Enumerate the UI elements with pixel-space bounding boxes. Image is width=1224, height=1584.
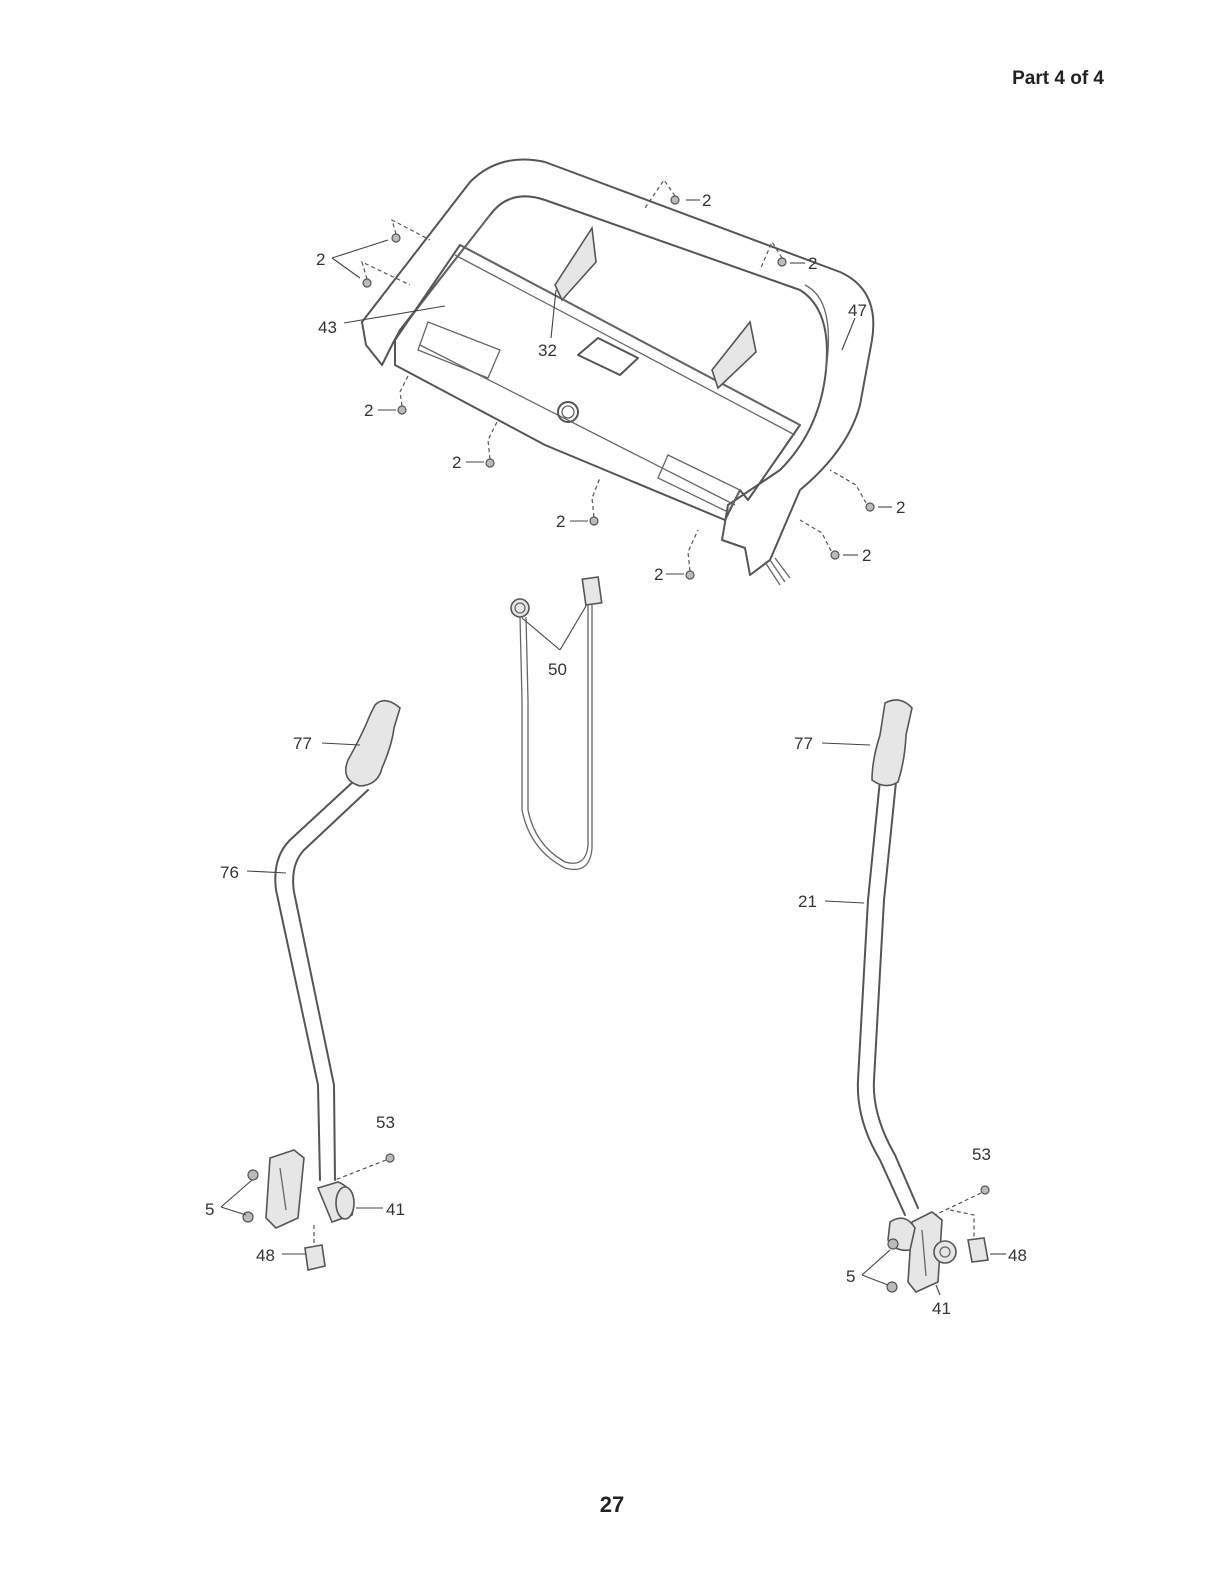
callout-labels: 2 43 32 47 2 2 2 2 2 2 2 2 50 77 77 76 2…	[205, 191, 1027, 1318]
screw	[865, 502, 875, 512]
left-handrail-grip	[344, 699, 401, 787]
callout-2: 2	[364, 401, 373, 420]
screw	[362, 278, 372, 288]
callout-2: 2	[452, 453, 461, 472]
page-part-label: Part 4 of 4	[1012, 68, 1104, 89]
screw	[830, 550, 840, 560]
callout-2: 2	[556, 512, 565, 531]
screw	[886, 1281, 898, 1293]
screw	[391, 233, 401, 243]
callout-2: 2	[702, 191, 711, 210]
harness-round-connector	[510, 598, 530, 618]
console-screws	[361, 178, 875, 580]
callout-50: 50	[548, 660, 567, 679]
right-handrail-tube	[856, 779, 906, 1216]
screw	[485, 458, 495, 468]
wire-harness	[510, 576, 603, 871]
right-handrail-grip	[871, 699, 913, 787]
callout-32: 32	[538, 341, 557, 360]
callout-5: 5	[846, 1267, 855, 1286]
callout-2: 2	[316, 250, 325, 269]
callout-77: 77	[293, 734, 312, 753]
right-bracket	[907, 1211, 943, 1293]
console-display-window	[577, 337, 639, 376]
page-number: 27	[599, 1492, 625, 1517]
callout-43: 43	[318, 318, 337, 337]
callout-2: 2	[862, 546, 871, 565]
console-knob-opening	[557, 401, 579, 423]
callout-41: 41	[932, 1299, 951, 1318]
screw	[385, 1153, 395, 1163]
screw	[397, 405, 407, 415]
callout-5: 5	[205, 1200, 214, 1219]
harness-plug-connector	[581, 576, 603, 606]
console-tray	[394, 244, 801, 521]
callout-41: 41	[386, 1200, 405, 1219]
callout-2: 2	[896, 498, 905, 517]
callout-76: 76	[220, 863, 239, 882]
screw	[887, 1238, 899, 1250]
console-frame	[361, 158, 875, 576]
callout-53: 53	[376, 1113, 395, 1132]
screw	[247, 1169, 259, 1181]
right-cap	[967, 1237, 989, 1263]
callout-77: 77	[794, 734, 813, 753]
left-bracket	[265, 1149, 305, 1229]
screw	[589, 516, 599, 526]
callout-47: 47	[848, 301, 867, 320]
callout-21: 21	[798, 892, 817, 911]
callout-2: 2	[808, 254, 817, 273]
console-assembly	[361, 158, 875, 586]
screw	[980, 1185, 990, 1195]
left-cap	[304, 1244, 326, 1271]
left-handrail-assembly	[242, 699, 401, 1271]
screw	[242, 1211, 254, 1223]
screw	[777, 257, 787, 267]
screw	[685, 570, 695, 580]
left-handrail-tube	[274, 779, 356, 1181]
callout-48: 48	[256, 1246, 275, 1265]
callout-53: 53	[972, 1145, 991, 1164]
callout-48: 48	[1008, 1246, 1027, 1265]
screw	[670, 195, 680, 205]
right-handrail-assembly	[856, 699, 990, 1293]
callout-2: 2	[654, 565, 663, 584]
leader-lines	[220, 199, 1006, 1296]
